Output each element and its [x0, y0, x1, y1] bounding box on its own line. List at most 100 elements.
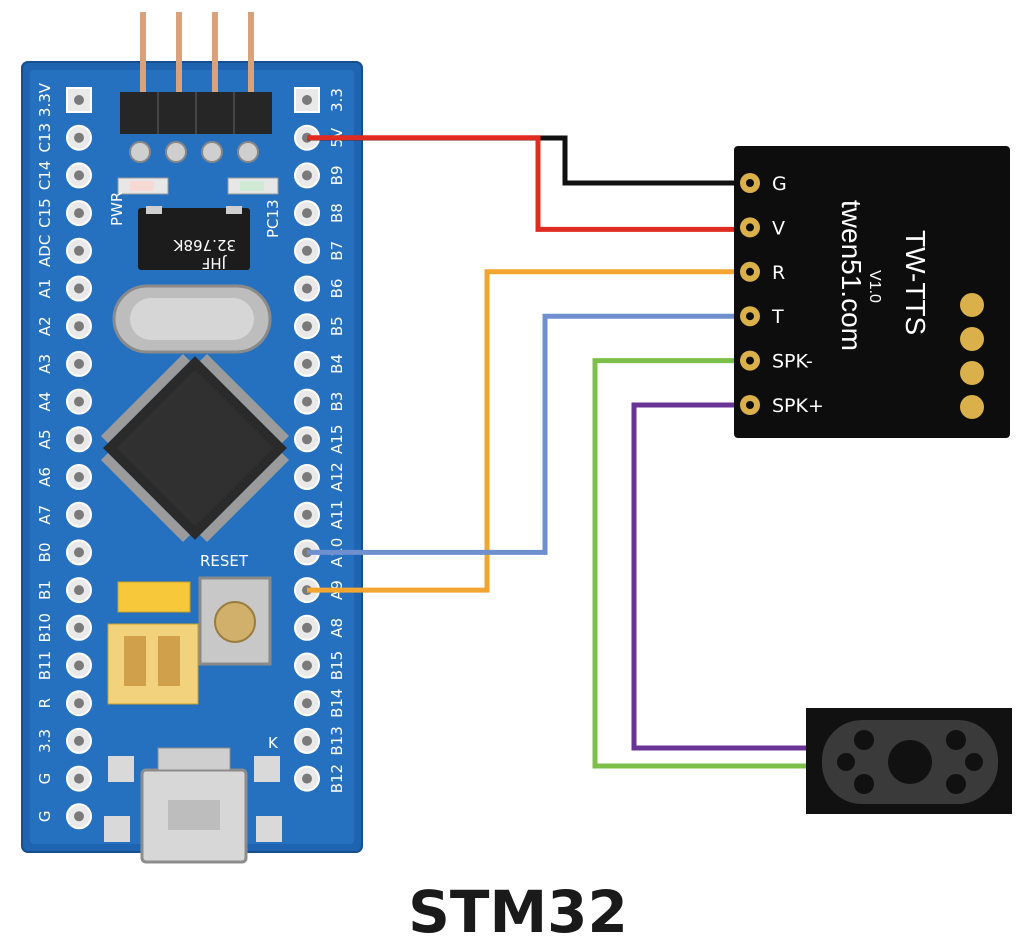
module-pin-hole [746, 401, 754, 409]
left-pin-hole [74, 622, 84, 633]
left-pin-hole [74, 396, 84, 407]
module-pin-hole [746, 312, 754, 321]
micro-usb-port[interactable] [104, 747, 282, 864]
module-version: V1.0 [866, 270, 883, 303]
speaker-center-hole [888, 740, 932, 784]
right-pin-hole [302, 321, 312, 332]
right-pin-hole [302, 622, 312, 633]
led-pc13 [227, 177, 279, 195]
right-pin-label: B5 [328, 316, 346, 336]
left-pin-hole [74, 660, 84, 671]
pc13-label: PC13 [264, 199, 282, 238]
wire-r [307, 269, 742, 593]
right-pin-hole [302, 660, 312, 671]
module-pin-label: SPK- [772, 351, 813, 373]
k-label: K [268, 734, 279, 752]
wire-g [307, 135, 742, 186]
module-pin-hole [746, 356, 754, 365]
left-pin-label: B0 [36, 542, 54, 562]
right-pin-hole [302, 698, 312, 709]
right-pin-label: 3.3 [328, 88, 346, 112]
module-title: TW-TTS [900, 230, 931, 335]
left-pin-label: A6 [36, 467, 54, 487]
left-pin-label: B1 [36, 580, 54, 600]
right-pin-hole [302, 773, 312, 784]
left-pin-label: A4 [36, 392, 54, 412]
left-pin-label: A2 [36, 316, 54, 336]
left-pin-hole [74, 245, 84, 256]
left-pin-hole [74, 358, 84, 369]
speaker [806, 708, 1012, 814]
left-pin-label: R [36, 698, 54, 708]
module-pin-hole [746, 267, 754, 276]
left-pin-label: G [36, 810, 54, 822]
left-pin-label: C14 [36, 161, 54, 191]
crystal-label: 32.768K [173, 236, 236, 254]
top-header [120, 12, 272, 163]
stm32-board: PWR PC13 32.768K JHF RESET [21, 12, 363, 864]
module-pin-label: R [772, 262, 785, 284]
mcu-chip [100, 353, 290, 543]
right-pin-label: A11 [328, 500, 346, 529]
left-pin-label: 3.3V [36, 82, 54, 117]
right-pin-hole [302, 283, 312, 294]
reset-button[interactable] [198, 576, 272, 666]
right-pin-hole [302, 396, 312, 407]
right-pin-label: B4 [328, 354, 346, 374]
left-pin-hole [74, 698, 84, 709]
right-pin-header: 3.35VB9B8B7B6B5B4B3A15A12A11A10A9A8B15B1… [294, 87, 346, 793]
left-pin-header: 3.3VC13C14C15ADCA1A2A3A4A5A6A7B0B1B10B11… [36, 82, 92, 830]
right-pin-label: A8 [328, 618, 346, 638]
left-pin-label: A5 [36, 429, 54, 449]
pwr-label: PWR [108, 192, 126, 226]
boot-jumpers[interactable] [107, 581, 199, 705]
left-pin-hole [74, 208, 84, 219]
left-pin-label: ADC [36, 235, 54, 267]
left-pin-hole [74, 170, 84, 181]
left-pin-label: A1 [36, 279, 54, 299]
right-pin-label: B7 [328, 241, 346, 261]
crystal-sub-label: JHF [202, 254, 227, 272]
left-pin-label: C15 [36, 198, 54, 228]
right-pin-hole [302, 358, 312, 369]
right-pin-hole [302, 735, 312, 746]
left-pin-hole [74, 735, 84, 746]
right-pin-hole [302, 170, 312, 181]
diagram-caption: STM32 [408, 878, 628, 946]
right-pin-hole [302, 509, 312, 520]
left-pin-hole [74, 509, 84, 520]
left-pin-hole [74, 95, 84, 105]
wires [307, 135, 808, 769]
right-pin-hole [302, 245, 312, 256]
led-pwr [117, 177, 169, 195]
wire-spk [592, 358, 808, 769]
main-crystal-top [130, 298, 254, 340]
module-pin-label: V [772, 217, 785, 239]
module-pin-label: G [772, 173, 787, 195]
left-pin-label: 3.3 [36, 729, 54, 753]
right-pin-hole [302, 434, 312, 445]
right-pin-hole [302, 472, 312, 482]
right-pin-label: B12 [328, 764, 346, 793]
left-pin-hole [74, 321, 84, 332]
left-pin-hole [74, 585, 84, 596]
right-pin-hole [302, 208, 312, 219]
left-pin-hole [74, 472, 84, 482]
left-pin-hole [74, 434, 84, 445]
left-pin-hole [74, 773, 84, 784]
left-pin-hole [74, 811, 84, 822]
right-pin-label: A12 [328, 462, 346, 491]
wire-v [307, 135, 742, 232]
right-pin-label: B6 [328, 279, 346, 299]
right-pin-pad [294, 87, 320, 113]
module-pin-hole [746, 223, 754, 232]
left-pin-label: G [36, 773, 54, 785]
module-side-pads [960, 293, 984, 419]
left-pin-label: B11 [36, 651, 54, 680]
left-pin-label: A7 [36, 505, 54, 525]
right-pin-label: B13 [328, 726, 346, 755]
reset-label: RESET [200, 552, 249, 570]
